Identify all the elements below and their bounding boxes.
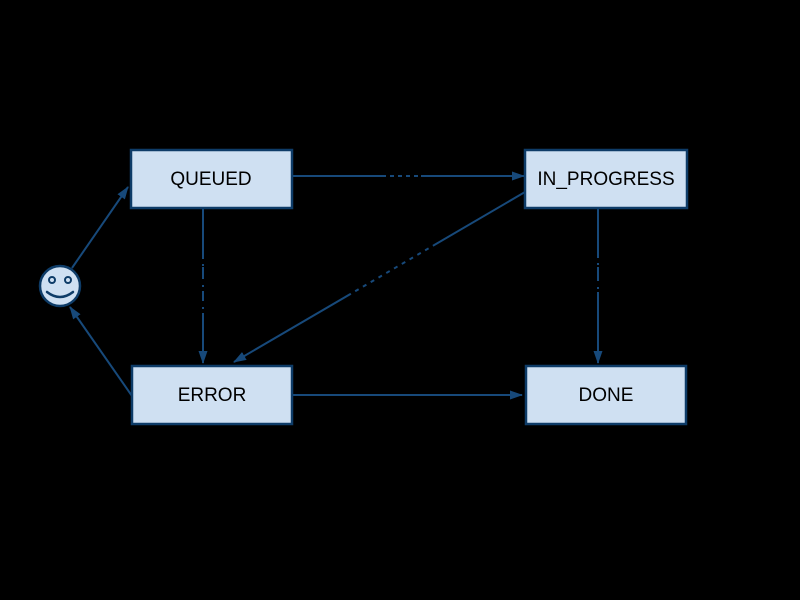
edge-error-to-start: [69, 306, 133, 397]
smiley-right-eye: [64, 276, 72, 284]
node-in-progress: IN_PROGRESS: [523, 148, 689, 210]
node-error: ERROR: [130, 364, 294, 426]
edge-label-artifacts: [201, 174, 600, 313]
smiley-mouth: [45, 290, 75, 299]
node-queued-box: [129, 148, 294, 210]
edge-start-to-queued: [71, 186, 129, 269]
node-queued-label: QUEUED: [170, 169, 251, 190]
node-done-box: [524, 364, 688, 426]
node-error-box: [130, 364, 294, 426]
node-in-progress-label: IN_PROGRESS: [537, 169, 674, 190]
node-error-label: ERROR: [178, 385, 247, 406]
edge-in-progress-to-error: [233, 191, 526, 363]
node-done-label: DONE: [579, 385, 634, 406]
node-queued: QUEUED: [129, 148, 294, 210]
start-state-smiley-icon: [38, 264, 82, 308]
node-in-progress-box: [523, 148, 689, 210]
node-done: DONE: [524, 364, 688, 426]
smiley-left-eye: [48, 276, 56, 284]
smiley-face-circle: [38, 264, 82, 308]
